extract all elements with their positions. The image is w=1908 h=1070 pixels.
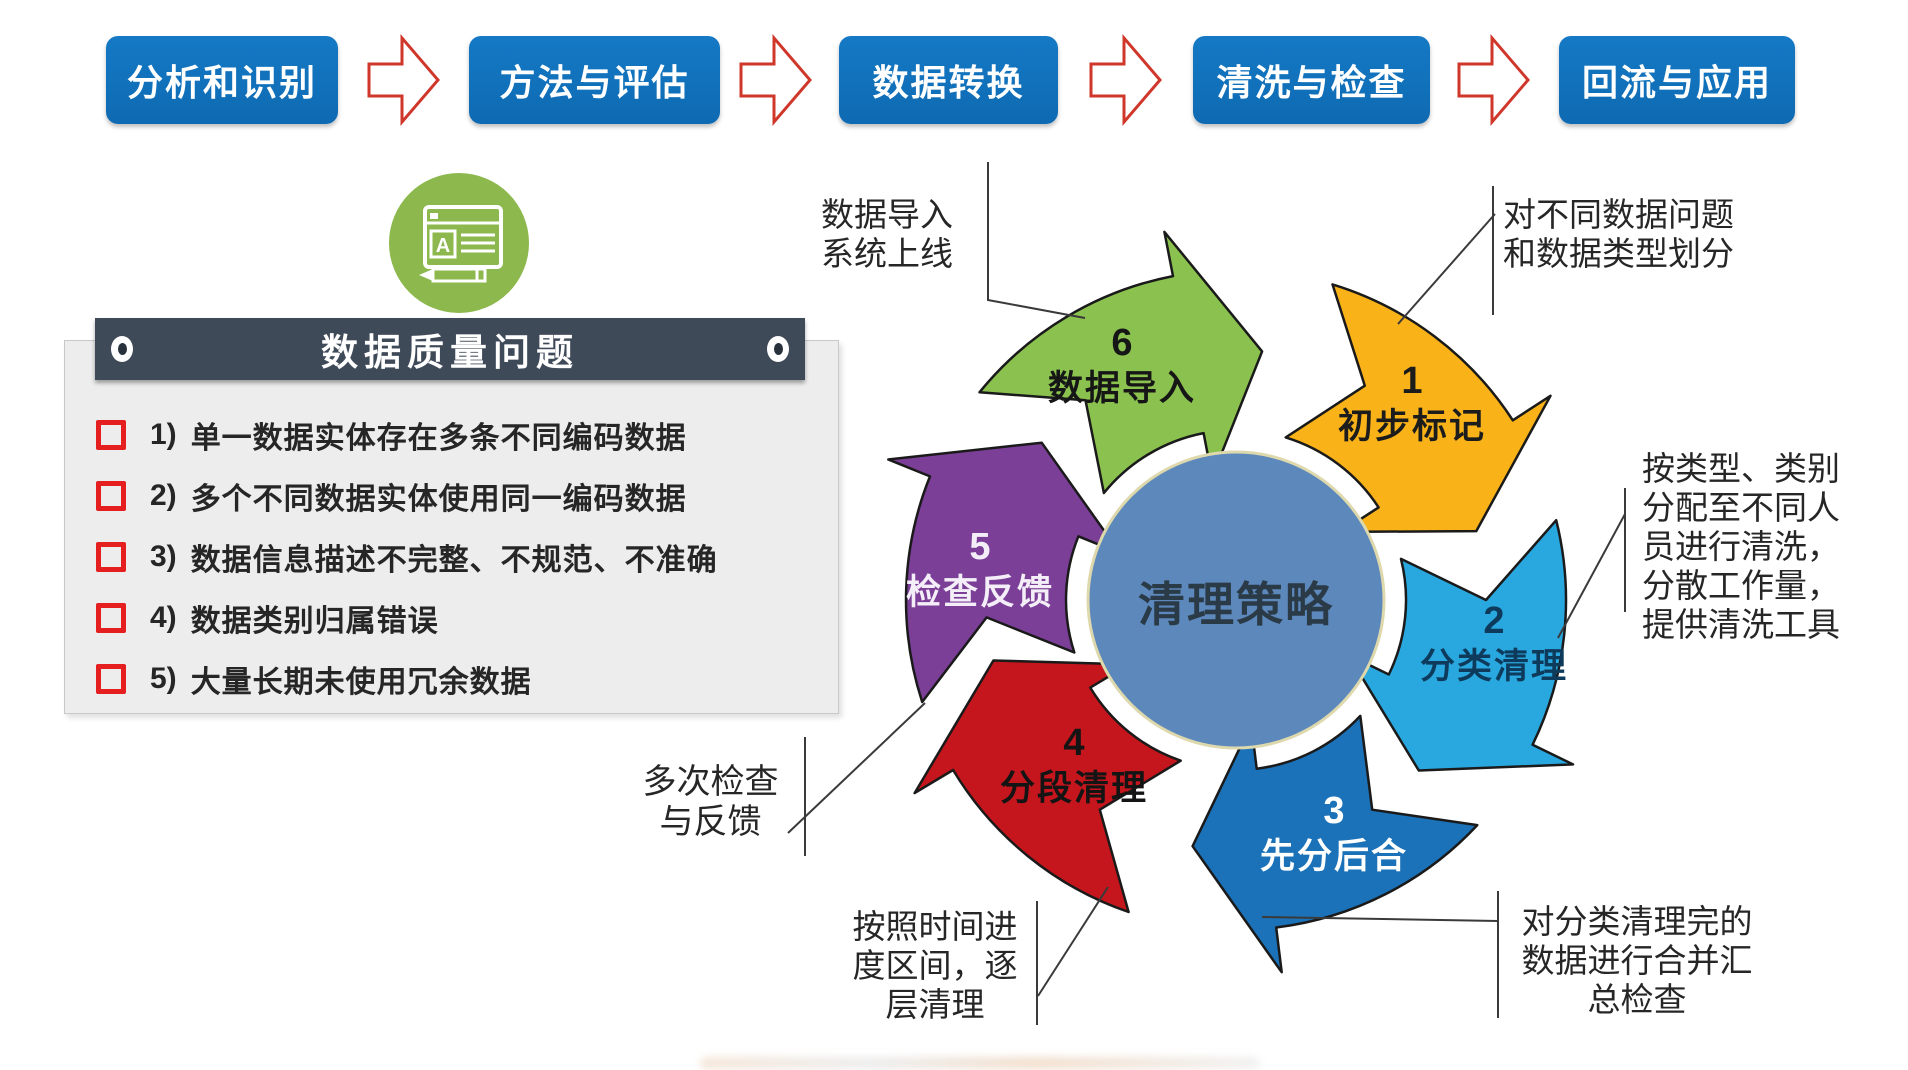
cycle-arrow-5 xyxy=(887,441,1122,704)
cycle-arrow-4 xyxy=(913,659,1182,914)
step-label: 分类清理 xyxy=(1419,646,1568,686)
svg-text:A: A xyxy=(436,235,450,257)
red-square-bullet-icon xyxy=(96,480,126,511)
cycle-arrow-2 xyxy=(1347,518,1575,772)
step-label: 初步标记 xyxy=(1337,406,1486,446)
step-label: 先分后合 xyxy=(1259,836,1408,876)
step-label: 分段清理 xyxy=(999,768,1148,808)
cycle-step-6: 6 数据导入 xyxy=(1012,322,1232,411)
list-item-text: 大量长期未使用冗余数据 xyxy=(190,665,532,699)
list-item-number: 4) xyxy=(150,600,177,634)
connector-line xyxy=(1037,886,1109,997)
connector-line xyxy=(1261,916,1499,922)
step-number: 1 xyxy=(1401,360,1423,402)
step-number: 6 xyxy=(1111,322,1133,364)
quality-panel-header: 数据质量问题 xyxy=(95,318,805,380)
cycle-step-5: 5 检查反馈 xyxy=(870,526,1090,615)
flow-step-label: 分析和识别 xyxy=(126,62,317,103)
flow-step-label: 回流与应用 xyxy=(1581,62,1772,103)
step-label: 数据导入 xyxy=(1047,368,1196,408)
step-number: 2 xyxy=(1483,600,1505,642)
cycle-step-2: 2 分类清理 xyxy=(1384,600,1604,689)
red-square-bullet-icon xyxy=(96,663,126,694)
connector-line xyxy=(787,702,926,834)
document-pencil-icon: A xyxy=(389,173,529,313)
cycle-center-label: 清理策略 xyxy=(1138,578,1334,631)
annotation-repeat-check: 多次检查 与反馈 xyxy=(642,763,779,842)
step-number: 4 xyxy=(1063,722,1085,764)
right-arrow-outline-icon xyxy=(1089,33,1162,127)
eyelet-pin-icon xyxy=(111,336,133,362)
step-number: 3 xyxy=(1323,790,1345,832)
cropped-caption xyxy=(700,1057,1260,1069)
list-item-number: 2) xyxy=(150,478,177,512)
list-item-text: 数据信息描述不完整、不规范、不准确 xyxy=(190,543,718,577)
list-item: 1) 单一数据实体存在多条不同编码数据 xyxy=(96,404,718,465)
connector-line xyxy=(1557,513,1626,639)
annotation-data-import-online: 数据导入 系统上线 xyxy=(821,196,953,272)
annotation-merge-check: 对分类清理完的 数据进行合并汇 总检查 xyxy=(1521,903,1753,1018)
cycle-arrow-1 xyxy=(1284,283,1552,534)
list-item-number: 5) xyxy=(150,661,177,695)
step-label: 检查反馈 xyxy=(905,572,1054,612)
list-item-number: 1) xyxy=(150,417,177,451)
red-square-bullet-icon xyxy=(96,602,126,633)
right-arrow-outline-icon xyxy=(739,33,812,127)
list-item-text: 单一数据实体存在多条不同编码数据 xyxy=(190,421,687,455)
flow-step-transform: 数据转换 xyxy=(839,36,1058,124)
cycle-center-circle xyxy=(1086,450,1386,750)
eyelet-pin-icon xyxy=(767,336,789,362)
connector-line xyxy=(987,162,1086,319)
cycle-step-4: 4 分段清理 xyxy=(964,722,1184,811)
list-item: 3) 数据信息描述不完整、不规范、不准确 xyxy=(96,526,718,587)
flow-step-analyze: 分析和识别 xyxy=(106,36,338,124)
list-item: 4) 数据类别归属错误 xyxy=(96,587,718,648)
flow-step-clean-check: 清洗与检查 xyxy=(1193,36,1430,124)
flow-step-label: 方法与评估 xyxy=(499,62,690,103)
flow-step-label: 清洗与检查 xyxy=(1216,62,1407,103)
red-square-bullet-icon xyxy=(96,419,126,450)
list-item-text: 多个不同数据实体使用同一编码数据 xyxy=(190,482,687,516)
list-item: 2) 多个不同数据实体使用同一编码数据 xyxy=(96,465,718,526)
connector-line xyxy=(1397,213,1496,325)
red-square-bullet-icon xyxy=(96,541,126,572)
cycle-step-3: 3 先分后合 xyxy=(1224,790,1444,879)
cycle-arrow-6 xyxy=(978,230,1264,495)
step-number: 5 xyxy=(969,526,991,568)
flow-step-label: 数据转换 xyxy=(872,62,1025,103)
quality-problems-panel xyxy=(64,340,839,714)
list-item: 5) 大量长期未使用冗余数据 xyxy=(96,648,718,709)
annotation-problem-types: 对不同数据问题 和数据类型划分 xyxy=(1503,196,1734,272)
list-item-number: 3) xyxy=(150,539,177,573)
flow-step-reflow-apply: 回流与应用 xyxy=(1559,36,1795,124)
quality-panel-title: 数据质量问题 xyxy=(321,332,579,373)
annotation-time-interval: 按照时间进 度区间，逐 层清理 xyxy=(852,908,1018,1023)
cycle-arrow-3 xyxy=(1191,714,1479,974)
flow-step-method: 方法与评估 xyxy=(469,36,720,124)
right-arrow-outline-icon xyxy=(1457,33,1530,127)
quality-problem-list: 1) 单一数据实体存在多条不同编码数据 2) 多个不同数据实体使用同一编码数据 … xyxy=(96,404,718,709)
list-item-text: 数据类别归属错误 xyxy=(190,604,439,638)
annotation-assign-by-type: 按类型、类别 分配至不同人 员进行清洗， 分散工作量， 提供清洗工具 xyxy=(1642,450,1840,643)
right-arrow-outline-icon xyxy=(367,33,440,127)
cycle-step-1: 1 初步标记 xyxy=(1302,360,1522,449)
